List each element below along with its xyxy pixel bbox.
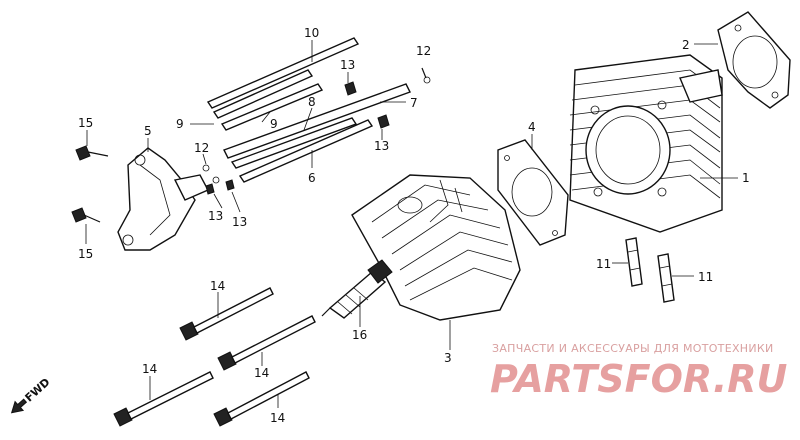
callout-13-top: 13 (340, 58, 355, 72)
callout-1: 1 (742, 171, 750, 185)
callout-7: 7 (410, 96, 418, 110)
callout-8: 8 (308, 95, 316, 109)
callout-13-right: 13 (374, 139, 389, 153)
callout-14-a: 14 (210, 279, 225, 293)
callout-11-right: 11 (698, 270, 713, 284)
watermark-brand: PARTSFOR.RU (490, 357, 788, 401)
callout-14-d: 14 (270, 411, 285, 425)
callout-13-left-2: 13 (232, 215, 247, 229)
fittings-right-part (344, 67, 431, 129)
callout-6: 6 (308, 171, 316, 185)
rod-7-part (223, 83, 411, 159)
watermark: ЗАПЧАСТИ И АКСЕССУАРЫ ДЛЯ МОТОТЕХНИКИ PA… (490, 342, 788, 401)
head-gasket-part (717, 11, 791, 109)
tensioner-bracket-part (117, 147, 209, 251)
callout-15-top: 15 (78, 116, 93, 130)
bolt-14-d-part (213, 371, 310, 427)
base-gasket-part (497, 139, 569, 246)
fittings-left-part (202, 164, 235, 195)
bolt-15-top-part (75, 145, 109, 161)
rod-6-part (238, 119, 374, 183)
callout-4: 4 (528, 120, 536, 134)
stud-11-left-part (625, 237, 643, 287)
rod-8-part (230, 117, 358, 169)
rod-10-part (206, 37, 360, 109)
watermark-tagline: ЗАПЧАСТИ И АКСЕССУАРЫ ДЛЯ МОТОТЕХНИКИ (492, 342, 774, 355)
fwd-label: FWD (22, 376, 52, 405)
callout-14-b: 14 (254, 366, 269, 380)
bolt-14-c-part (113, 371, 214, 427)
rods-9-part (212, 69, 324, 131)
bolt-14-b-part (217, 315, 316, 371)
callout-10: 10 (304, 26, 319, 40)
bolt-14-a-part (179, 287, 274, 341)
callout-12-left: 12 (194, 141, 209, 155)
bolt-15-bottom-part (71, 207, 101, 223)
stud-11-right-part (657, 253, 675, 303)
callout-11-left: 11 (596, 257, 611, 271)
callout-9-right: 9 (270, 117, 278, 131)
callout-3: 3 (444, 351, 452, 365)
callout-12-top: 12 (416, 44, 431, 58)
cylinder-part (569, 54, 723, 233)
callout-16: 16 (352, 328, 367, 342)
callout-13-left: 13 (208, 209, 223, 223)
callout-5: 5 (144, 124, 152, 138)
callout-2: 2 (682, 38, 690, 52)
callout-9-left: 9 (176, 117, 184, 131)
callout-14-c: 14 (142, 362, 157, 376)
spark-plug-part (321, 259, 393, 319)
fwd-arrow: FWD (10, 376, 53, 414)
callout-15-bottom: 15 (78, 247, 93, 261)
cylinder-head-part (351, 174, 521, 321)
